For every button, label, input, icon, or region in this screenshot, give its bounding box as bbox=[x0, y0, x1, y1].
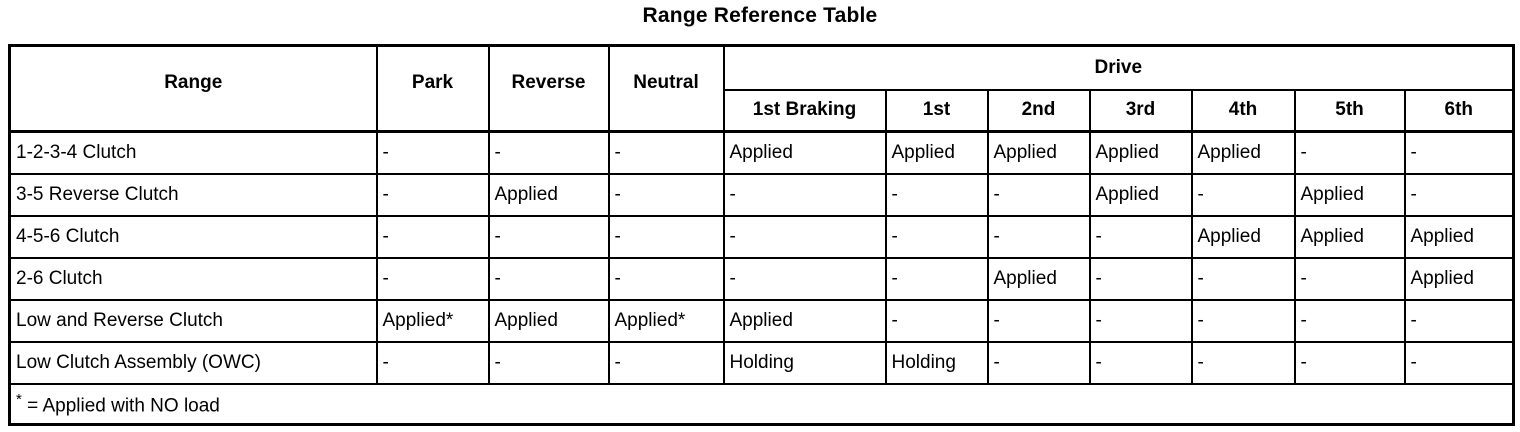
table-row: 4-5-6 Clutch - - - - - - - Applied Appli… bbox=[8, 214, 1515, 259]
row-label: 4-5-6 Clutch bbox=[8, 214, 378, 259]
cell-3rd: Applied bbox=[1088, 172, 1193, 217]
cell-4th: - bbox=[1190, 298, 1296, 343]
cell-2nd: - bbox=[986, 298, 1091, 343]
cell-2nd: Applied bbox=[986, 256, 1091, 301]
row-label: 1-2-3-4 Clutch bbox=[8, 130, 378, 175]
cell-reverse: Applied bbox=[487, 298, 610, 343]
column-header-3rd: 3rd bbox=[1088, 88, 1193, 133]
cell-5th: - bbox=[1293, 298, 1406, 343]
cell-4th: - bbox=[1190, 340, 1296, 385]
cell-2nd: - bbox=[986, 214, 1091, 259]
table-row: 2-6 Clutch - - - - - Applied - - - Appli… bbox=[8, 256, 1515, 301]
cell-reverse: - bbox=[487, 130, 610, 175]
cell-5th: Applied bbox=[1293, 172, 1406, 217]
cell-park: - bbox=[375, 130, 490, 175]
row-label: Low Clutch Assembly (OWC) bbox=[8, 340, 378, 385]
cell-4th: Applied bbox=[1190, 130, 1296, 175]
cell-1st-braking: Applied bbox=[722, 130, 887, 175]
table-row: 1-2-3-4 Clutch - - - Applied Applied App… bbox=[8, 130, 1515, 175]
footnote: * = Applied with NO load bbox=[8, 382, 1515, 426]
cell-2nd: Applied bbox=[986, 130, 1091, 175]
cell-park: Applied* bbox=[375, 298, 490, 343]
cell-1st-braking: - bbox=[722, 214, 887, 259]
cell-1st: - bbox=[884, 298, 989, 343]
range-reference-table: Range Park Reverse Neutral Drive 1st Bra… bbox=[8, 44, 1516, 426]
cell-neutral: - bbox=[607, 130, 725, 175]
cell-5th: Applied bbox=[1293, 214, 1406, 259]
cell-neutral: - bbox=[607, 172, 725, 217]
column-header-range: Range bbox=[8, 44, 378, 133]
cell-6th: Applied bbox=[1403, 214, 1515, 259]
cell-5th: - bbox=[1293, 340, 1406, 385]
cell-1st: - bbox=[884, 172, 989, 217]
cell-5th: - bbox=[1293, 256, 1406, 301]
table-footer: * = Applied with NO load bbox=[8, 382, 1515, 426]
footnote-asterisk: * bbox=[16, 390, 22, 408]
header-sub-row: 1st Braking 1st 2nd 3rd 4th 5th 6th bbox=[10, 88, 1515, 133]
row-label: 3-5 Reverse Clutch bbox=[8, 172, 378, 217]
cell-park: - bbox=[375, 172, 490, 217]
cell-reverse: - bbox=[487, 340, 610, 385]
footnote-text: = Applied with NO load bbox=[21, 394, 220, 416]
cell-park: - bbox=[375, 340, 490, 385]
cell-neutral: - bbox=[607, 256, 725, 301]
table-row: Low and Reverse Clutch Applied* Applied … bbox=[8, 298, 1515, 343]
cell-6th: - bbox=[1403, 298, 1515, 343]
column-group-drive: Drive bbox=[722, 44, 1515, 91]
column-header-1st: 1st bbox=[884, 88, 989, 133]
header-group-row: Range Park Reverse Neutral Drive bbox=[8, 44, 1515, 133]
table-body: 1-2-3-4 Clutch - - - Applied Applied App… bbox=[8, 130, 1515, 385]
cell-4th: - bbox=[1190, 256, 1296, 301]
cell-1st: Applied bbox=[884, 130, 989, 175]
cell-neutral: - bbox=[607, 340, 725, 385]
column-header-4th: 4th bbox=[1190, 88, 1296, 133]
cell-reverse: - bbox=[487, 256, 610, 301]
page-title: Range Reference Table bbox=[642, 4, 878, 27]
cell-4th: Applied bbox=[1190, 214, 1296, 259]
footnote-row: * = Applied with NO load bbox=[8, 382, 1515, 426]
column-header-reverse: Reverse bbox=[487, 44, 610, 133]
cell-6th: - bbox=[1403, 172, 1515, 217]
row-label: Low and Reverse Clutch bbox=[8, 298, 378, 343]
column-header-5th: 5th bbox=[1293, 88, 1406, 133]
column-header-neutral: Neutral bbox=[607, 44, 725, 133]
cell-1st-braking: - bbox=[722, 172, 887, 217]
cell-6th: - bbox=[1403, 130, 1515, 175]
cell-1st: Holding bbox=[884, 340, 989, 385]
column-header-6th: 6th bbox=[1403, 88, 1515, 133]
cell-6th: Applied bbox=[1403, 256, 1515, 301]
cell-park: - bbox=[375, 256, 490, 301]
cell-reverse: Applied bbox=[487, 172, 610, 217]
cell-2nd: - bbox=[986, 172, 1091, 217]
column-header-1st-braking: 1st Braking bbox=[722, 88, 887, 133]
cell-3rd: - bbox=[1088, 256, 1193, 301]
cell-3rd: - bbox=[1088, 298, 1193, 343]
cell-1st-braking: Holding bbox=[722, 340, 887, 385]
cell-6th: - bbox=[1403, 340, 1515, 385]
cell-1st: - bbox=[884, 214, 989, 259]
cell-park: - bbox=[375, 214, 490, 259]
cell-1st-braking: - bbox=[722, 256, 887, 301]
table-header: Range Park Reverse Neutral Drive 1st Bra… bbox=[8, 44, 1515, 133]
cell-1st-braking: Applied bbox=[722, 298, 887, 343]
cell-3rd: Applied bbox=[1088, 130, 1193, 175]
cell-neutral: Applied* bbox=[607, 298, 725, 343]
cell-1st: - bbox=[884, 256, 989, 301]
cell-2nd: - bbox=[986, 340, 1091, 385]
cell-neutral: - bbox=[607, 214, 725, 259]
cell-5th: - bbox=[1293, 130, 1406, 175]
column-header-park: Park bbox=[375, 44, 490, 133]
column-header-2nd: 2nd bbox=[986, 88, 1091, 133]
cell-3rd: - bbox=[1088, 340, 1193, 385]
table-row: Low Clutch Assembly (OWC) - - - Holding … bbox=[8, 340, 1515, 385]
cell-3rd: - bbox=[1088, 214, 1193, 259]
table-row: 3-5 Reverse Clutch - Applied - - - - App… bbox=[8, 172, 1515, 217]
cell-4th: - bbox=[1190, 172, 1296, 217]
row-label: 2-6 Clutch bbox=[8, 256, 378, 301]
cell-reverse: - bbox=[487, 214, 610, 259]
